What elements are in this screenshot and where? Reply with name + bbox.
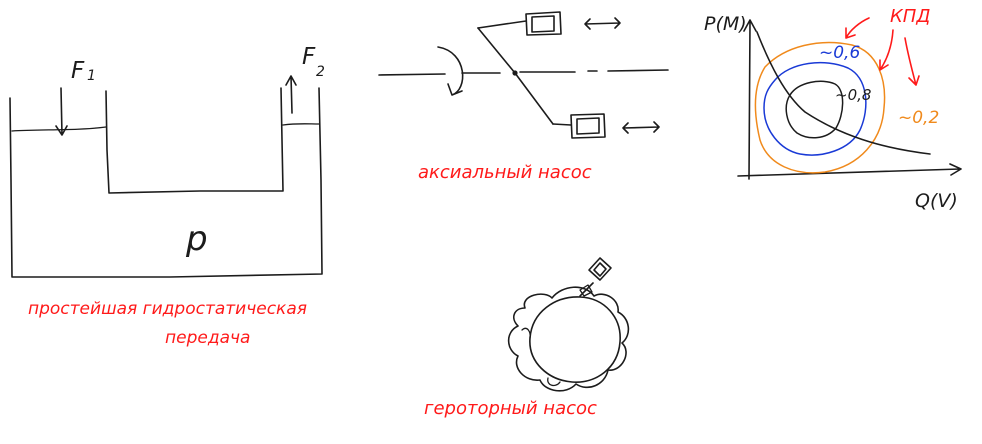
axial-pump-caption: аксиальный насос [418, 162, 592, 183]
swash-pivot-point [512, 70, 518, 76]
efficiency-contour-inner [785, 80, 844, 139]
x-axis [737, 163, 962, 177]
characteristic-curve [756, 31, 931, 155]
efficiency-contour-outer [754, 41, 886, 174]
efficiency-label: КПД [890, 6, 930, 27]
f1-subscript: 1 [87, 68, 96, 84]
swash-plate [477, 27, 554, 125]
u-tube-outer-wall [9, 87, 323, 278]
gerotor-pump: героторный насос [424, 257, 630, 419]
contour-label-02: ~0,2 [898, 108, 939, 128]
efficiency-pointer-arrow-icon [845, 17, 870, 39]
axial-pump: аксиальный насос [378, 11, 669, 183]
f2-force-arrow [285, 75, 297, 114]
upper-reciprocation-arrow-icon [584, 17, 621, 30]
hydrostatic-transmission: F 1 F 2 p простейшая гидростатическая пе… [9, 44, 325, 348]
efficiency-pointer-arrow-icon-2 [879, 29, 894, 71]
gerotor-lobe-bottom [547, 377, 561, 387]
gerotor-lobe-left [521, 327, 531, 339]
gerotor-pump-caption: героторный насос [424, 398, 597, 419]
gerotor-outer-rotor [507, 286, 630, 392]
y-axis [743, 19, 757, 180]
f1-label: F [71, 58, 85, 84]
y-axis-label: P(M) [704, 13, 747, 35]
performance-chart: P(M) Q(V) ~0,6 ~0,8 ~0,2 КПД [704, 6, 962, 212]
f2-subscript: 2 [316, 64, 325, 80]
hydrostatic-caption-line2: передача [165, 328, 250, 348]
f1-force-arrow [55, 87, 68, 136]
lower-piston-rod [552, 123, 572, 126]
gerotor-port-cap [579, 284, 593, 297]
pressure-label: p [185, 219, 208, 259]
lower-reciprocation-arrow-icon [622, 121, 660, 134]
gerotor-inner-rotor [529, 296, 621, 383]
lower-piston-cylinder [570, 113, 606, 139]
gerotor-port-piston [588, 257, 612, 281]
rotation-arrow-icon [437, 46, 464, 96]
efficiency-contour-mid [763, 61, 867, 156]
upper-piston-cylinder [525, 11, 562, 36]
x-axis-label: Q(V) [915, 190, 958, 212]
u-tube-inner-wall [105, 87, 284, 194]
f2-label: F [302, 44, 316, 70]
hydrostatic-caption-line1: простейшая гидростатическая [28, 299, 307, 319]
pump-shaft-line [378, 69, 669, 76]
upper-piston-rod [477, 20, 527, 29]
right-fluid-level [282, 123, 320, 126]
efficiency-pointer-arrow-icon-3 [904, 37, 920, 86]
contour-label-08: ~0,8 [835, 86, 871, 104]
contour-label-06: ~0,6 [819, 43, 860, 63]
